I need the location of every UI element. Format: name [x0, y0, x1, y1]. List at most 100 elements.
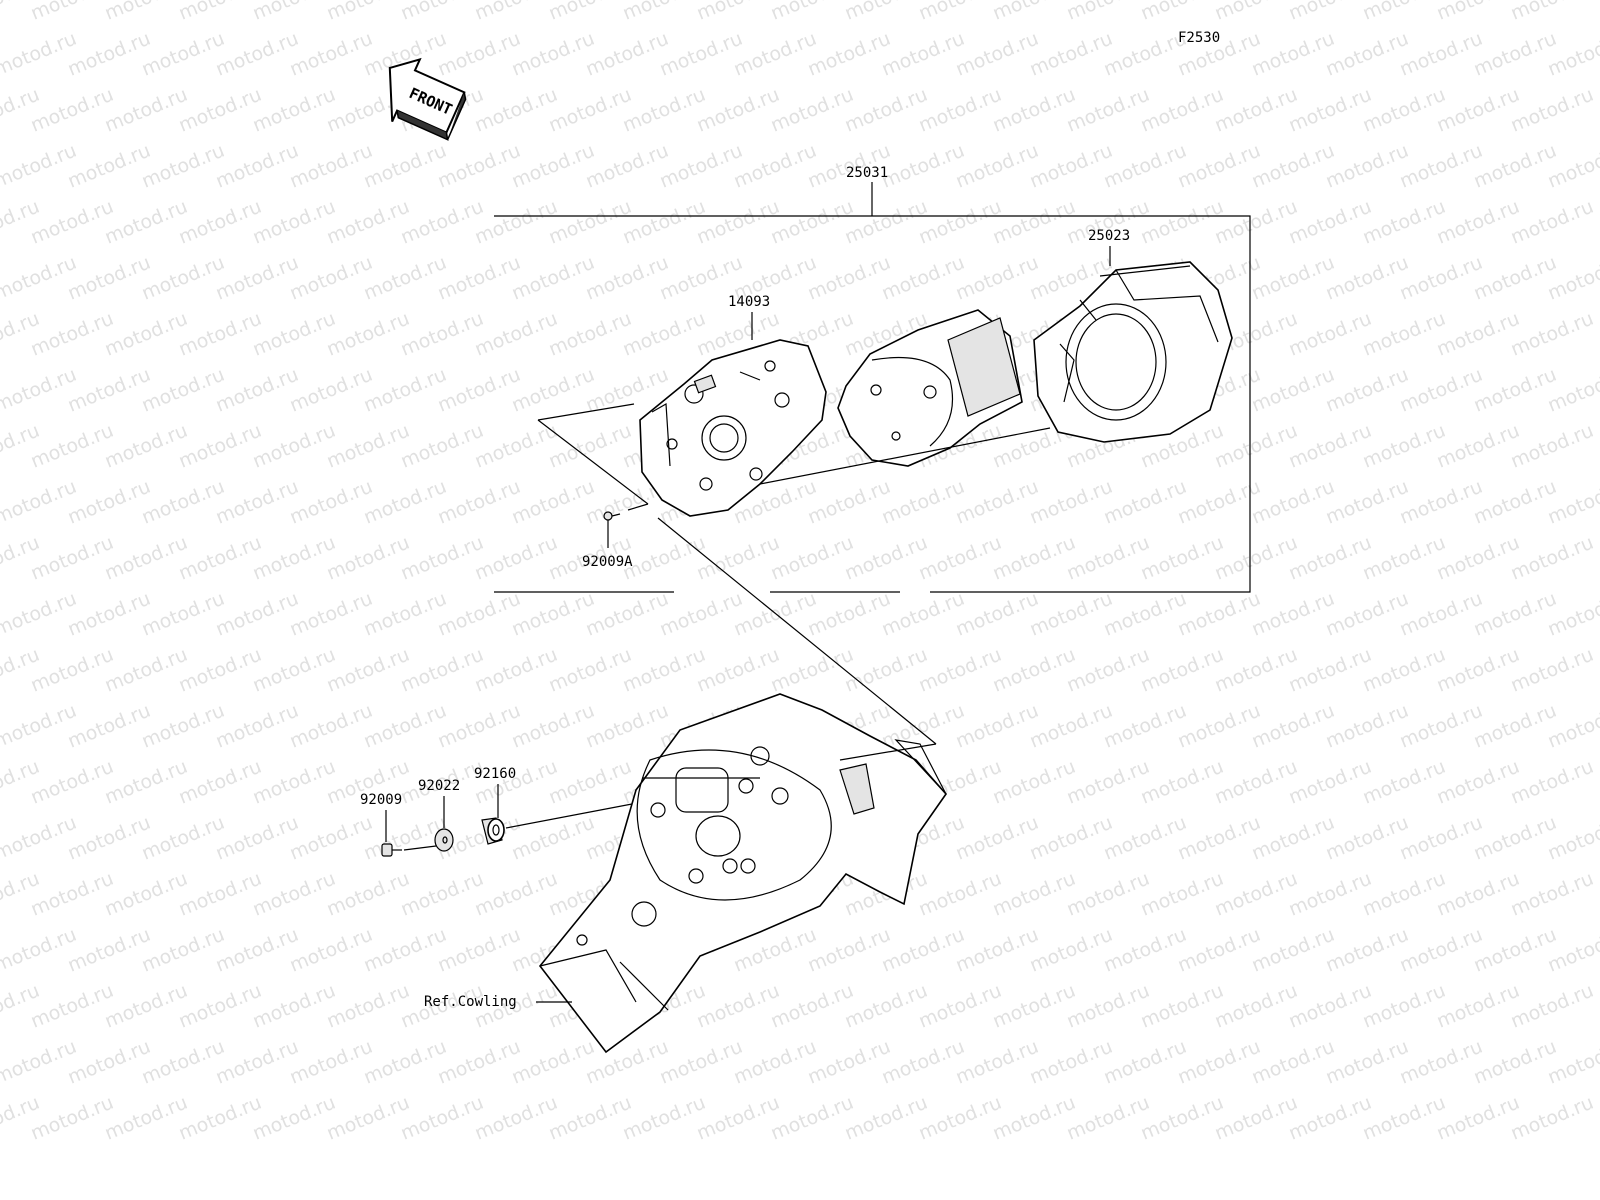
- figure-id: F2530: [1178, 30, 1220, 46]
- watermark-text: motod.ru: [361, 140, 450, 193]
- watermark-text: motod.ru: [139, 812, 228, 865]
- watermark-text: motod.ru: [1249, 588, 1338, 641]
- watermark-text: motod.ru: [916, 196, 1005, 249]
- watermark-text: motod.ru: [583, 700, 672, 753]
- watermark-text: motod.ru: [879, 28, 968, 81]
- watermark-text: motod.ru: [250, 868, 339, 921]
- watermark-text: motod.ru: [176, 84, 265, 137]
- watermark-text: motod.ru: [361, 252, 450, 305]
- watermark-text: motod.ru: [435, 1036, 524, 1089]
- watermark-text: motod.ru: [1249, 364, 1338, 417]
- watermark-text: motod.ru: [213, 812, 302, 865]
- watermark-text: motod.ru: [953, 924, 1042, 977]
- watermark-text: motod.ru: [139, 700, 228, 753]
- watermark-text: motod.ru: [1508, 84, 1597, 137]
- watermark-text: motod.ru: [509, 364, 598, 417]
- label-92009: 92009: [360, 792, 402, 808]
- watermark-text: motod.ru: [916, 868, 1005, 921]
- watermark-text: motod.ru: [472, 308, 561, 361]
- watermark-text: motod.ru: [102, 532, 191, 585]
- watermark-text: motod.ru: [1323, 28, 1412, 81]
- watermark-text: motod.ru: [1360, 980, 1449, 1033]
- watermark-text: motod.ru: [953, 1036, 1042, 1089]
- watermark-text: motod.ru: [1397, 812, 1486, 865]
- watermark-text: motod.ru: [250, 196, 339, 249]
- watermark-text: motod.ru: [28, 308, 117, 361]
- watermark-text: motod.ru: [1175, 924, 1264, 977]
- watermark-text: motod.ru: [1471, 1036, 1560, 1089]
- watermark-text: motod.ru: [1508, 532, 1597, 585]
- assembly-frame: [494, 204, 1251, 593]
- watermark-text: motod.ru: [1175, 700, 1264, 753]
- watermark-text: motod.ru: [398, 308, 487, 361]
- watermark-text: motod.ru: [435, 476, 524, 529]
- watermark-text: motod.ru: [1286, 756, 1375, 809]
- watermark-text: motod.ru: [361, 588, 450, 641]
- meter-case: [639, 339, 827, 517]
- watermark-text: motod.ru: [546, 756, 635, 809]
- watermark-text: motod.ru: [805, 1036, 894, 1089]
- watermark-text: motod.ru: [1175, 140, 1264, 193]
- watermark-text: motod.ru: [509, 588, 598, 641]
- watermark-text: motod.ru: [213, 700, 302, 753]
- watermark-text: motod.ru: [620, 1092, 709, 1145]
- watermark-text: motod.ru: [398, 644, 487, 697]
- watermark-text: motod.ru: [0, 140, 80, 193]
- watermark-text: motod.ru: [1212, 420, 1301, 473]
- watermark-text: motod.ru: [1360, 532, 1449, 585]
- watermark-text: motod.ru: [1101, 28, 1190, 81]
- watermark-text: motod.ru: [509, 476, 598, 529]
- watermark-text: motod.ru: [990, 196, 1079, 249]
- watermark-text: motod.ru: [1064, 756, 1153, 809]
- watermark-text: motod.ru: [324, 980, 413, 1033]
- watermark-text: motod.ru: [1138, 84, 1227, 137]
- watermark-text: motod.ru: [398, 868, 487, 921]
- watermark-text: motod.ru: [65, 700, 154, 753]
- watermark-text: motod.ru: [509, 1036, 598, 1089]
- watermark-text: motod.ru: [1249, 812, 1338, 865]
- watermark-text: motod.ru: [1101, 924, 1190, 977]
- watermark-text: motod.ru: [1286, 980, 1375, 1033]
- watermark-text: motod.ru: [583, 1036, 672, 1089]
- watermark-text: motod.ru: [1027, 700, 1116, 753]
- watermark-text: motod.ru: [731, 140, 820, 193]
- watermark-text: motod.ru: [1101, 476, 1190, 529]
- watermark-text: motod.ru: [1397, 1036, 1486, 1089]
- watermark-text: motod.ru: [1249, 476, 1338, 529]
- watermark-text: motod.ru: [213, 924, 302, 977]
- watermark-text: motod.ru: [0, 476, 80, 529]
- watermark-text: motod.ru: [65, 476, 154, 529]
- watermark-text: motod.ru: [1434, 196, 1523, 249]
- watermark-text: motod.ru: [916, 980, 1005, 1033]
- watermark-text: motod.ru: [768, 196, 857, 249]
- watermark-text: motod.ru: [1471, 476, 1560, 529]
- watermark-text: motod.ru: [324, 644, 413, 697]
- watermark-text: motod.ru: [65, 252, 154, 305]
- watermark-text: motod.ru: [1323, 700, 1412, 753]
- watermark-text: motod.ru: [361, 476, 450, 529]
- watermark-text: motod.ru: [1508, 756, 1597, 809]
- watermark-text: motod.ru: [583, 28, 672, 81]
- watermark-text: motod.ru: [1323, 140, 1412, 193]
- watermark-text: motod.ru: [213, 140, 302, 193]
- watermark-text: motod.ru: [805, 252, 894, 305]
- watermark-text: motod.ru: [1323, 924, 1412, 977]
- watermark-text: motod.ru: [805, 28, 894, 81]
- watermark-text: motod.ru: [1360, 84, 1449, 137]
- watermark-text: motod.ru: [546, 308, 635, 361]
- watermark-text: motod.ru: [28, 532, 117, 585]
- watermark-text: motod.ru: [102, 756, 191, 809]
- watermark-text: motod.ru: [1138, 1092, 1227, 1145]
- watermark-text: motod.ru: [1027, 924, 1116, 977]
- watermark-text: motod.ru: [324, 868, 413, 921]
- watermark-text: motod.ru: [472, 532, 561, 585]
- watermark-text: motod.ru: [1249, 140, 1338, 193]
- watermark-text: motod.ru: [250, 756, 339, 809]
- watermark-text: motod.ru: [324, 196, 413, 249]
- watermark-text: motod.ru: [583, 252, 672, 305]
- watermark-text: motod.ru: [879, 252, 968, 305]
- watermark-text: motod.ru: [1471, 924, 1560, 977]
- watermark-text: motod.ru: [1508, 1092, 1597, 1145]
- watermark-text: motod.ru: [657, 1036, 746, 1089]
- watermark-text: motod.ru: [1064, 644, 1153, 697]
